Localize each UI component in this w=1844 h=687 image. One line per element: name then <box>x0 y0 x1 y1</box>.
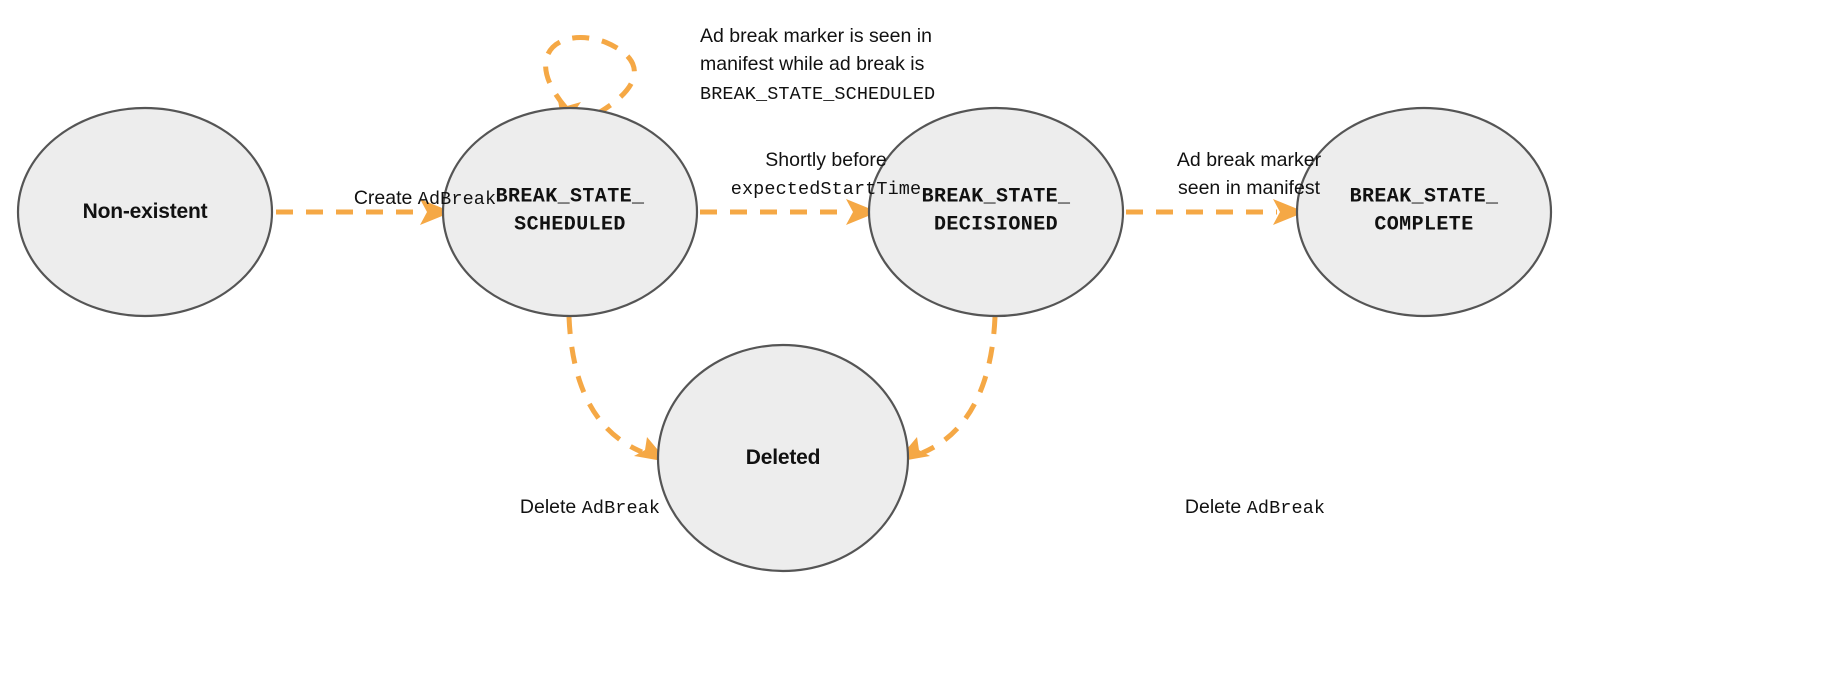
edge-decisioned-to-deleted <box>896 316 998 462</box>
edge-label-line1: Ad break marker <box>1176 149 1322 171</box>
node-break-state-complete[interactable] <box>1295 106 1553 318</box>
edge-create-adbreak <box>276 199 452 225</box>
edge-scheduled-to-decisioned <box>700 199 878 225</box>
edge-label-text: Delete <box>519 496 582 518</box>
edge-label-code: AdBreak <box>581 498 661 519</box>
node-deleted[interactable] <box>656 343 910 573</box>
edge-scheduled-to-deleted <box>566 316 668 462</box>
edge-label-text: Create <box>353 187 418 209</box>
edge-label-code: expectedStartTime <box>730 179 922 201</box>
edge-self-loop-scheduled-path <box>543 35 637 115</box>
edge-label-line1: Shortly before <box>765 149 887 171</box>
edge-label-decisioned-to-complete: Ad break marker seen in manifest <box>1177 146 1321 203</box>
edge-label-line2: manifest while ad break is <box>700 53 925 76</box>
edge-scheduled-to-decisioned-arrowhead <box>846 199 878 225</box>
edge-label-text: Delete <box>1184 496 1247 518</box>
edge-label-scheduled-to-deleted: Delete AdBreak <box>520 493 660 523</box>
edge-decisioned-to-deleted-path <box>921 316 998 456</box>
node-break-state-decisioned[interactable] <box>867 106 1125 318</box>
edge-label-code: AdBreak <box>417 189 497 210</box>
edge-create-adbreak-arrowhead <box>420 199 452 225</box>
edge-label-create-adbreak: Create AdBreak <box>354 184 496 214</box>
node-break-state-scheduled[interactable] <box>441 106 699 318</box>
edge-label-decisioned-to-deleted: Delete AdBreak <box>1185 493 1325 523</box>
edge-decisioned-to-complete-arrowhead <box>1273 199 1305 225</box>
edge-label-self-loop-scheduled: Ad break marker is seen in manifest while… <box>700 22 935 108</box>
edge-scheduled-to-deleted-path <box>566 316 643 455</box>
edge-label-code: BREAK_STATE_SCHEDULED <box>700 83 936 105</box>
edge-label-code: AdBreak <box>1246 498 1326 519</box>
edge-decisioned-to-complete <box>1126 199 1305 225</box>
edge-label-scheduled-to-decisioned: Shortly before expectedStartTime <box>731 146 921 204</box>
node-non-existent[interactable] <box>16 106 274 318</box>
edge-label-line1: Ad break marker is seen in <box>700 25 932 47</box>
edge-label-line2: seen in manifest <box>1177 177 1320 200</box>
